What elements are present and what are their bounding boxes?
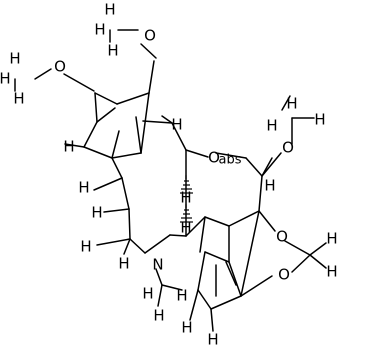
atom-h: H xyxy=(181,319,192,337)
atom-h: H xyxy=(180,189,191,207)
atom-n: N xyxy=(152,256,163,274)
bond-lines xyxy=(14,29,327,332)
atom-o: O xyxy=(208,149,220,167)
atom-h: H xyxy=(176,287,187,305)
atom-h: H xyxy=(153,307,164,325)
atom-h: H xyxy=(314,111,325,129)
atom-h: H xyxy=(180,219,191,237)
atom-h: H xyxy=(266,117,277,135)
atom-h: H xyxy=(91,204,102,222)
atom-h: H xyxy=(94,21,105,39)
atom-o: O xyxy=(282,139,294,157)
atom-labels: H H H O H H H O H H H H H H N H H H H H … xyxy=(0,1,338,349)
atom-h: H xyxy=(63,138,74,156)
abs-stereo-label: abs xyxy=(219,153,242,168)
atom-o: O xyxy=(54,58,66,76)
atom-h: H xyxy=(326,230,337,248)
atom-h: H xyxy=(13,90,24,108)
atom-o: O xyxy=(144,27,156,45)
stereo-bond-lower xyxy=(180,206,193,223)
atom-h: H xyxy=(171,116,182,134)
atom-h: H xyxy=(207,331,218,349)
atom-h: H xyxy=(118,255,129,273)
atom-h: H xyxy=(326,263,337,281)
atom-h: H xyxy=(78,179,89,197)
atom-h: H xyxy=(80,238,91,256)
atom-h: H xyxy=(104,1,115,19)
atom-h: H xyxy=(286,95,297,113)
atom-h: H xyxy=(264,177,275,195)
atom-h: H xyxy=(0,70,11,88)
atom-h: H xyxy=(9,50,20,68)
atom-o: O xyxy=(276,228,288,246)
atom-h: H xyxy=(107,42,118,60)
stereo-bond-upper xyxy=(180,177,193,194)
atom-h: H xyxy=(142,285,153,303)
atom-o: O xyxy=(278,266,290,284)
